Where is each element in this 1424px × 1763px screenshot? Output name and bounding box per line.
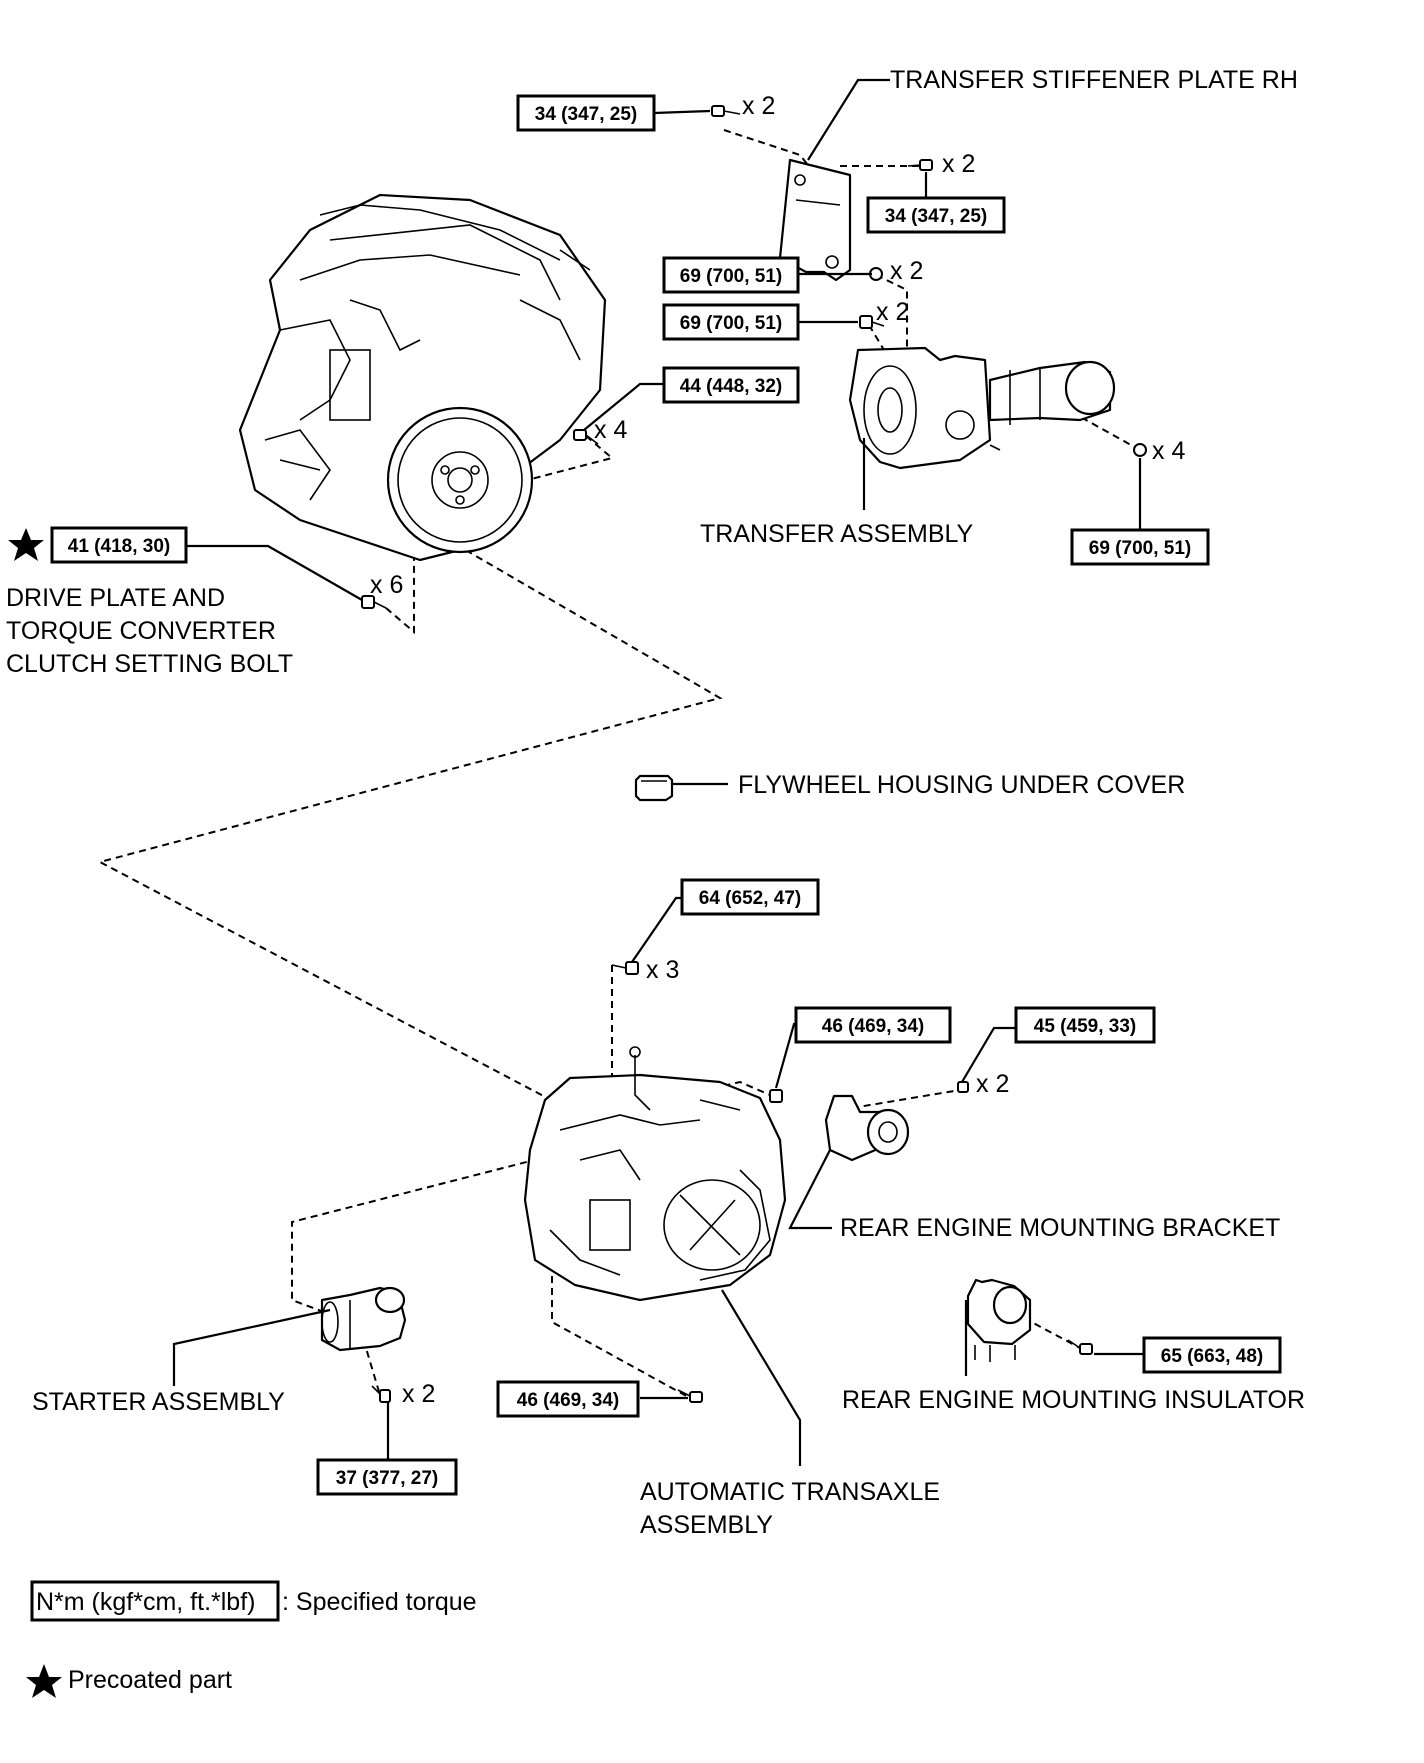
svg-text:45 (459, 33): 45 (459, 33)	[1034, 1016, 1136, 1037]
legend-torque-text: : Specified torque	[282, 1588, 477, 1616]
label-drive-plate-2: TORQUE CONVERTER	[6, 617, 276, 645]
torque-spec-drive-plate: 41 (418, 30)	[50, 526, 188, 564]
torque-spec-transfer-b: 69 (700, 51)	[662, 303, 800, 341]
bolt-icon	[711, 105, 741, 117]
qty-starter: x 2	[402, 1380, 435, 1408]
svg-text:44 (448, 32): 44 (448, 32)	[680, 376, 782, 397]
label-transaxle-1: AUTOMATIC TRANSAXLE	[640, 1478, 940, 1506]
automatic-transaxle	[523, 1046, 787, 1302]
torque-spec-insulator: 65 (663, 48)	[1142, 1336, 1282, 1374]
torque-spec-bracket: 45 (459, 33)	[1014, 1006, 1156, 1044]
qty-engine-bolt: x 4	[594, 416, 627, 444]
label-rear-bracket: REAR ENGINE MOUNTING BRACKET	[840, 1214, 1280, 1242]
bolt-icon	[859, 315, 885, 329]
torque-spec-transaxle-a: 46 (469, 34)	[794, 1006, 952, 1044]
star-icon	[8, 528, 44, 561]
bolt-icon	[907, 159, 933, 171]
star-icon	[26, 1664, 62, 1698]
label-flywheel-cover: FLYWHEEL HOUSING UNDER COVER	[738, 771, 1185, 799]
legend-precoat-text: Precoated part	[68, 1666, 232, 1694]
label-drive-plate-1: DRIVE PLATE AND	[6, 584, 225, 612]
legend-torque-unit: N*m (kgf*cm, ft.*lbf)	[36, 1588, 255, 1616]
svg-text:46 (469, 34): 46 (469, 34)	[517, 1390, 619, 1411]
svg-text:69 (700, 51): 69 (700, 51)	[680, 266, 782, 287]
qty-bracket: x 2	[976, 1070, 1009, 1098]
label-transfer-stiffener: TRANSFER STIFFENER PLATE RH	[890, 66, 1298, 94]
qty-transfer-a: x 2	[890, 257, 923, 285]
label-rear-insulator: REAR ENGINE MOUNTING INSULATOR	[842, 1386, 1305, 1414]
svg-text:64 (652, 47): 64 (652, 47)	[699, 888, 801, 909]
torque-spec-transfer-a: 69 (700, 51)	[662, 256, 800, 294]
label-drive-plate-3: CLUTCH SETTING BOLT	[6, 650, 293, 678]
rear-engine-mounting-bracket	[824, 1094, 910, 1162]
qty-transfer-b: x 2	[876, 298, 909, 326]
bolts	[361, 105, 1147, 1403]
torque-spec-engine-bolt: 44 (448, 32)	[662, 366, 800, 404]
bolt-icon	[361, 595, 387, 609]
bolt-icon	[957, 1081, 969, 1093]
qty-stiffener-a: x 2	[742, 92, 775, 120]
bolt-icon	[769, 1089, 783, 1103]
engine-assembly	[238, 193, 607, 562]
bolt-icon	[573, 429, 599, 445]
svg-text:34 (347, 25): 34 (347, 25)	[535, 104, 637, 125]
svg-text:34 (347, 25): 34 (347, 25)	[885, 206, 987, 227]
qty-stiffener-b: x 2	[942, 150, 975, 178]
bolt-icon	[371, 1385, 391, 1403]
torque-spec-starter: 37 (377, 27)	[316, 1458, 458, 1496]
torque-spec-transfer-c: 69 (700, 51)	[1070, 528, 1210, 566]
legend-precoat: Precoated part	[26, 1664, 232, 1698]
torque-spec-transaxle-top: 64 (652, 47)	[680, 878, 820, 916]
bolt-icon	[1133, 443, 1147, 457]
bolt-icon	[611, 961, 639, 975]
legend-torque: N*m (kgf*cm, ft.*lbf) : Specified torque	[30, 1580, 477, 1622]
svg-text:46 (469, 34): 46 (469, 34)	[822, 1016, 924, 1037]
bolt-icon	[677, 1389, 703, 1403]
torque-spec-transaxle-b: 46 (469, 34)	[496, 1380, 640, 1418]
qty-drive-plate: x 6	[370, 571, 403, 599]
svg-text:69 (700, 51): 69 (700, 51)	[680, 313, 782, 334]
torque-spec-stiffener-b: 34 (347, 25)	[866, 196, 1006, 234]
rear-engine-mounting-insulator	[966, 1278, 1032, 1362]
flywheel-housing-under-cover	[634, 774, 674, 802]
label-starter: STARTER ASSEMBLY	[32, 1388, 285, 1416]
transfer-assembly	[848, 346, 1116, 470]
svg-text:65 (663, 48): 65 (663, 48)	[1161, 1346, 1263, 1367]
legend: N*m (kgf*cm, ft.*lbf) : Specified torque…	[26, 1580, 477, 1698]
svg-text:37 (377, 27): 37 (377, 27)	[336, 1468, 438, 1489]
bolt-icon	[1067, 1339, 1093, 1355]
torque-spec-stiffener-a: 34 (347, 25)	[516, 94, 656, 132]
label-transaxle-2: ASSEMBLY	[640, 1511, 773, 1539]
svg-text:41 (418, 30): 41 (418, 30)	[68, 536, 170, 557]
starter-assembly	[320, 1286, 407, 1352]
qty-transaxle-top: x 3	[646, 956, 679, 984]
qty-transfer-c: x 4	[1152, 437, 1185, 465]
svg-text:69 (700, 51): 69 (700, 51)	[1089, 538, 1191, 559]
leader-lines	[172, 78, 1144, 1466]
label-transfer-assembly: TRANSFER ASSEMBLY	[700, 520, 974, 548]
